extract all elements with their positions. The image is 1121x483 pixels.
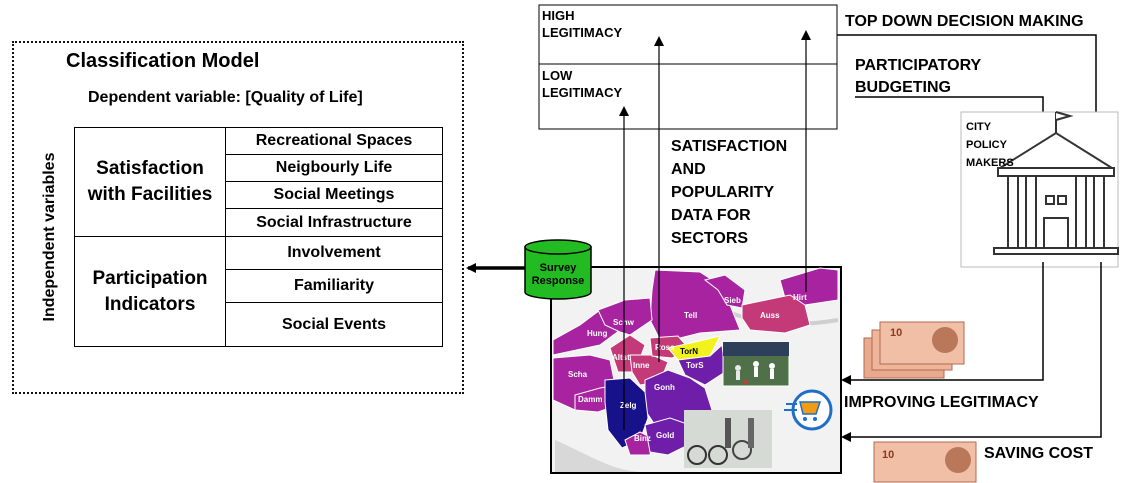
label-gold: Gold (656, 431, 674, 440)
group-satisfaction: Satisfaction with Facilities (75, 128, 226, 237)
label-binz: Binz (634, 434, 651, 443)
bikes-photo (684, 410, 772, 468)
district-torn (667, 335, 721, 361)
survey-response-label: Survey Response (531, 262, 585, 287)
survey-database-icon (524, 239, 592, 300)
district-schw (597, 297, 653, 336)
saving-cost-label: SAVING COST (984, 445, 1094, 462)
saving-cost-arrow (841, 262, 1102, 442)
label-gonh: Gonh (654, 383, 675, 392)
group-satisfaction-label: Satisfaction with Facilities (87, 158, 213, 205)
satisfaction-data-label: SATISFACTION AND POPULARITY DATA FOR SEC… (671, 138, 788, 247)
item-social-infrastructure: Social Infrastructure (226, 209, 442, 237)
item-neigbourly-life: Neigbourly Life (226, 155, 442, 182)
label-sieb: Sieb (724, 296, 741, 305)
label-altst: Altst (612, 353, 630, 362)
banknotes-icon: 10 (863, 321, 965, 379)
policy-box (960, 111, 1119, 268)
label-inne: Inne (633, 361, 650, 370)
participatory-budgeting-label: PARTICIPATORY BUDGETING (855, 57, 981, 96)
item-involvement: Involvement (226, 237, 442, 270)
map-terrain (555, 440, 640, 472)
improving-legitimacy-label: IMPROVING LEGITIMACY (844, 394, 1039, 411)
city-policy-makers-label: CITY POLICY MAKERS (966, 121, 1014, 169)
high-legitimacy-label: HIGH LEGITIMACY (542, 8, 623, 40)
classification-title: Classification Model (66, 50, 260, 72)
label-torn: TorN (680, 347, 698, 356)
classification-model-box (12, 41, 464, 394)
label-hirt: Hirt (793, 293, 807, 302)
variables-table: Satisfaction with Facilities Recreationa… (74, 127, 443, 347)
svg-text:10: 10 (882, 449, 894, 461)
dependent-variable-label: Dependent variable: [Quality of Life] (88, 89, 363, 106)
cart-icon (784, 389, 833, 431)
label-tors: TorS (686, 361, 704, 370)
label-ross: Ross (655, 343, 675, 352)
item-familiarity: Familiarity (226, 270, 442, 303)
top-down-label: TOP DOWN DECISION MAKING (845, 13, 1084, 30)
label-tell: Tell (684, 311, 697, 320)
sports-photo (722, 341, 790, 387)
label-scha: Scha (568, 370, 588, 379)
district-auss (741, 294, 811, 334)
low-legitimacy-label: LOW LEGITIMACY (542, 68, 623, 100)
group-participation-label: Participation Indicators (92, 267, 208, 315)
label-hung: Hung (587, 329, 608, 338)
item-social-meetings: Social Meetings (226, 182, 442, 209)
label-zelg: Zelg (620, 401, 637, 410)
item-recreational-spaces: Recreational Spaces (226, 128, 442, 155)
legitimacy-box (538, 4, 838, 130)
item-social-events: Social Events (281, 315, 387, 333)
participatory-connector (855, 96, 1044, 112)
improving-legitimacy-arrow (841, 262, 1044, 385)
label-auss: Auss (760, 311, 780, 320)
building-icon (993, 111, 1119, 255)
svg-text:10: 10 (890, 327, 902, 339)
label-damm: Damm (578, 395, 602, 404)
banknote-icon: 10 (873, 441, 977, 483)
top-down-connector (837, 34, 1097, 112)
group-participation: Participation Indicators (75, 237, 226, 346)
